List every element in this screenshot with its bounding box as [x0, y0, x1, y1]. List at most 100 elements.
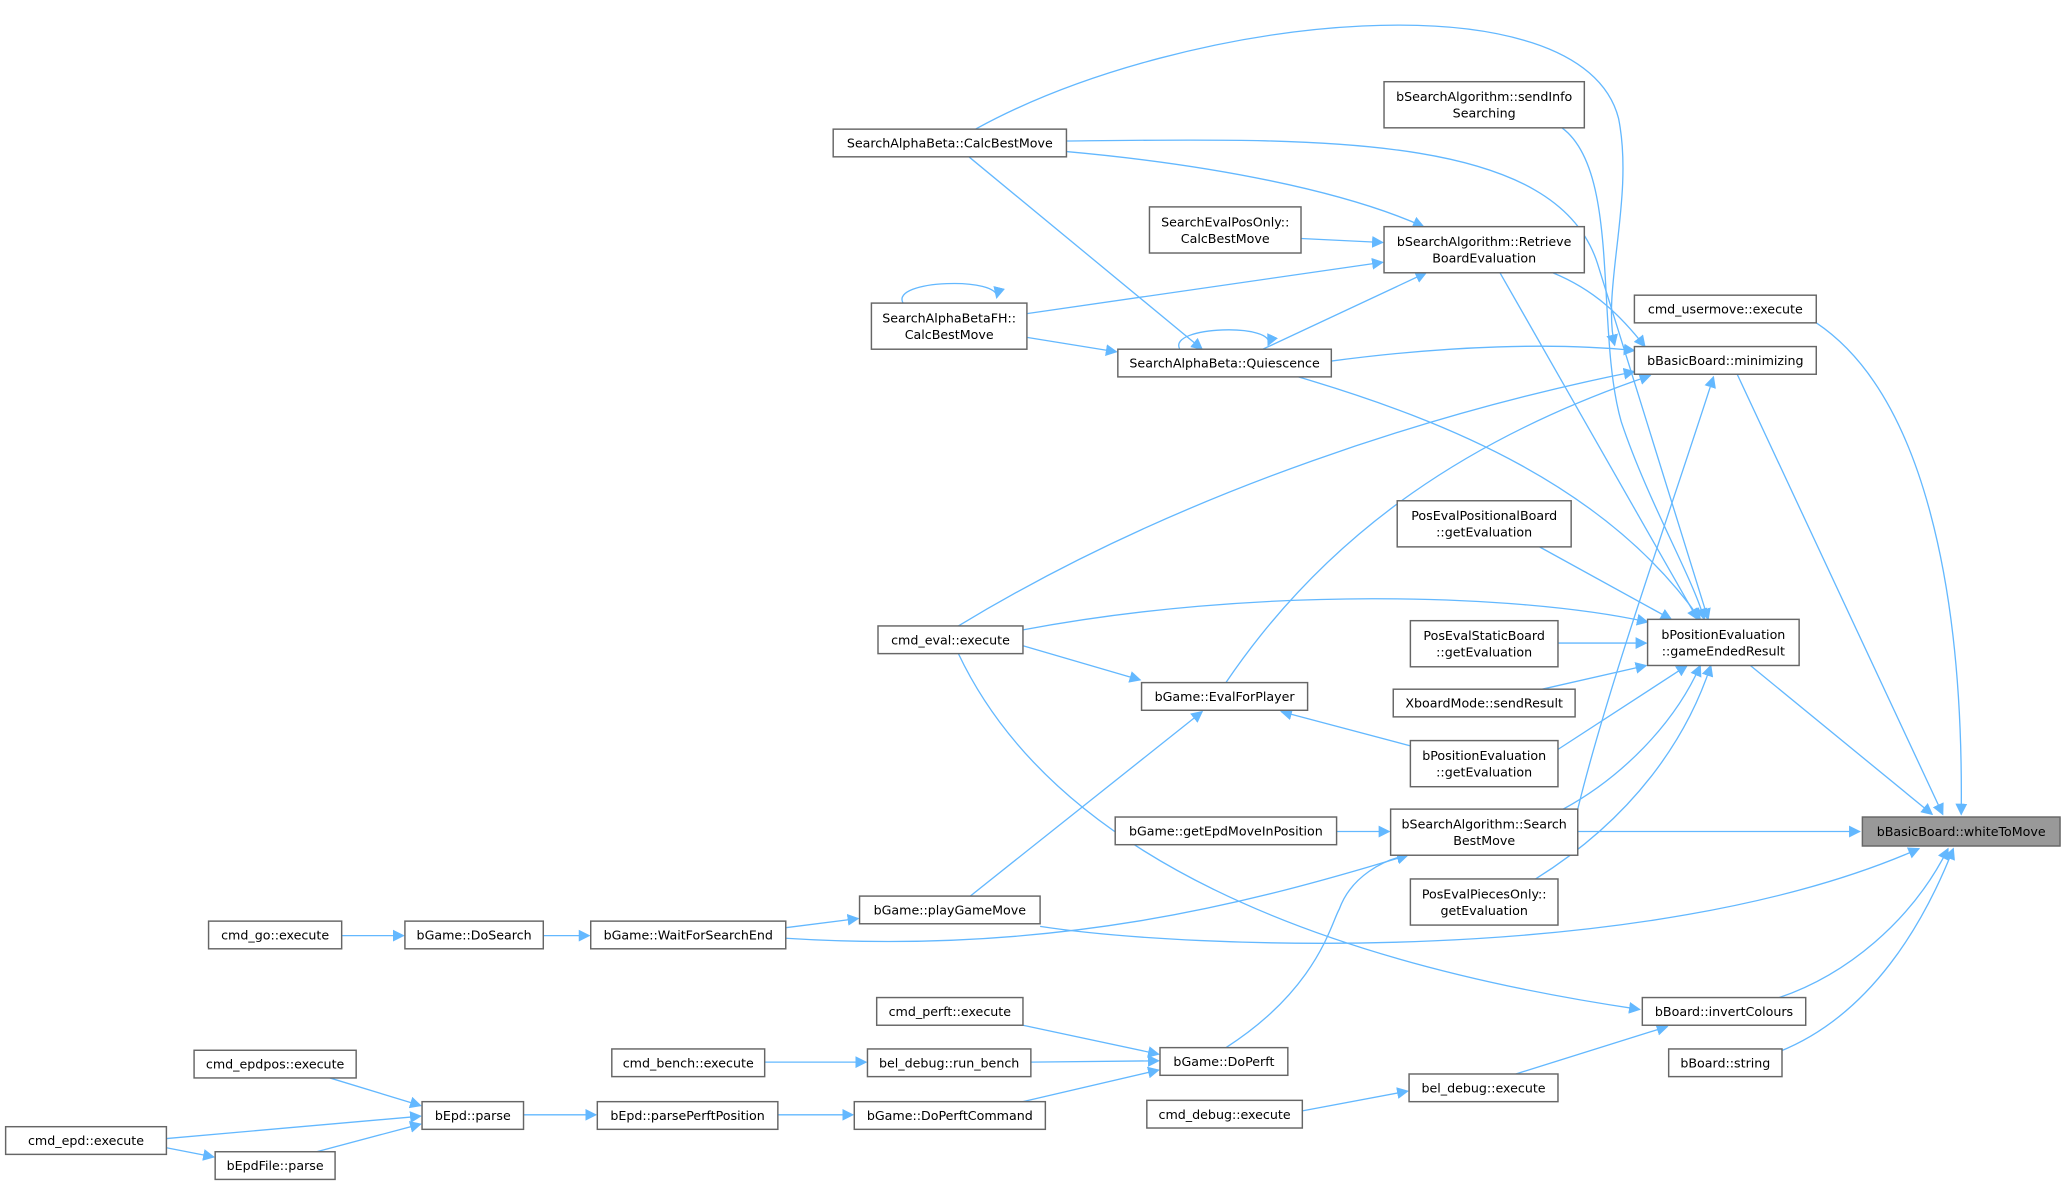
node-positional[interactable]: PosEvalPositionalBoard::getEvaluation	[1396, 500, 1572, 548]
edge-debug-to-belexec	[1302, 1087, 1409, 1112]
edge-retrieve-to-minimizing	[1552, 272, 1646, 348]
node-cmd-epd[interactable]: cmd_epd::execute	[4, 1125, 168, 1156]
node-label: PosEvalPositionalBoard	[1411, 508, 1557, 523]
node-box	[1633, 345, 1817, 375]
node-label: bEpd::parsePerftPosition	[610, 1108, 764, 1123]
edge-belexec-to-invert	[1515, 1024, 1669, 1075]
node-minimizing[interactable]: bBasicBoard::minimizing	[1633, 345, 1817, 375]
node-bel-exec[interactable]: bel_debug::execute	[1408, 1073, 1559, 1103]
node-box	[858, 895, 1041, 925]
node-dosearch[interactable]: bGame::DoSearch	[404, 920, 545, 950]
node-doperftcmd[interactable]: bGame::DoPerftCommand	[853, 1100, 1047, 1131]
node-cmd-bench[interactable]: cmd_bench::execute	[611, 1048, 766, 1078]
edge-playgame-to-evalforplayer	[969, 710, 1204, 897]
node-label: ::getEvaluation	[1436, 645, 1532, 660]
edge-cmd-eval-to-invert	[957, 653, 1641, 1014]
node-cmd-debug[interactable]: cmd_debug::execute	[1146, 1099, 1304, 1129]
node-evalforplayer[interactable]: bGame::EvalForPlayer	[1140, 681, 1309, 712]
node-box	[1392, 688, 1576, 718]
node-box	[421, 1100, 525, 1131]
node-cmd-go[interactable]: cmd_go::execute	[207, 920, 343, 950]
node-label: SearchAlphaBeta::Quiescence	[1129, 356, 1320, 371]
edge-string-to-whitetomove	[1779, 847, 1955, 1053]
node-epdfile[interactable]: bEpdFile::parse	[214, 1151, 336, 1181]
edge-searchbest-to-gameended	[1562, 664, 1702, 810]
edge-epdpos-to-parse	[329, 1077, 422, 1109]
node-static[interactable]: PosEvalStaticBoard::getEvaluation	[1409, 619, 1559, 668]
edge-abfh-self-loop	[901, 282, 1005, 304]
node-label: BoardEvaluation	[1432, 251, 1536, 266]
edge-abcalc-to-minimizing	[975, 24, 1624, 347]
node-box	[1409, 739, 1559, 788]
node-label: bGame::DoPerft	[1173, 1054, 1274, 1069]
node-bstring[interactable]: bBoard::string	[1667, 1048, 1783, 1078]
node-epdmove[interactable]: bGame::getEpdMoveInPosition	[1114, 816, 1338, 846]
node-xboard[interactable]: XboardMode::sendResult	[1392, 688, 1576, 718]
node-box	[1641, 996, 1807, 1026]
node-ab-calc[interactable]: SearchAlphaBeta::CalcBestMove	[832, 128, 1068, 158]
node-cmd-epdpos[interactable]: cmd_epdpos::execute	[193, 1049, 357, 1079]
node-box	[870, 302, 1028, 350]
edge-waitsearch-to-searchbest	[785, 852, 1409, 943]
node-label: ::gameEndedResult	[1662, 643, 1785, 658]
node-label: cmd_epd::execute	[28, 1133, 144, 1148]
edge-quiescence-to-retrieve	[1262, 271, 1428, 350]
node-label: bel_debug::execute	[1421, 1080, 1545, 1095]
edge-evalpos-to-retrieve	[1300, 236, 1384, 248]
node-label: CalcBestMove	[1181, 231, 1270, 246]
edge-quiescence-self-loop	[1178, 329, 1278, 350]
node-label: bSearchAlgorithm::Search	[1402, 817, 1567, 832]
node-cmd-eval[interactable]: cmd_eval::execute	[877, 625, 1024, 655]
node-epd-parse[interactable]: bEpd::parse	[421, 1100, 525, 1131]
edge-cmd-eval-to-gameended	[1022, 598, 1649, 631]
node-gameended[interactable]: bPositionEvaluation::gameEndedResult	[1646, 618, 1800, 667]
node-quiescence[interactable]: SearchAlphaBeta::Quiescence	[1117, 348, 1333, 378]
node-cmd-perft[interactable]: cmd_perft::execute	[875, 996, 1024, 1026]
node-run-bench[interactable]: bel_debug::run_bench	[866, 1048, 1032, 1078]
node-doperft[interactable]: bGame::DoPerft	[1159, 1046, 1289, 1077]
node-label: ::getEvaluation	[1436, 765, 1532, 780]
node-box	[1148, 206, 1302, 254]
node-label: bGame::playGameMove	[874, 903, 1027, 918]
node-piecesonly[interactable]: PosEvalPiecesOnly::getEvaluation	[1409, 878, 1559, 926]
edge-minimizing-to-whitetomove	[1736, 373, 1944, 816]
node-retrieve[interactable]: bSearchAlgorithm::RetrieveBoardEvaluatio…	[1383, 225, 1586, 274]
edge-cmd-epd-to-epdfile	[166, 1147, 216, 1161]
node-box	[4, 1125, 168, 1156]
node-label: bBoard::invertColours	[1655, 1004, 1793, 1019]
edge-quiescence-to-minimizing	[1331, 343, 1636, 362]
edge-usermove-to-whitetomove	[1815, 322, 1968, 816]
node-label: BestMove	[1453, 833, 1515, 848]
node-label: PosEvalPiecesOnly::	[1422, 886, 1547, 901]
node-waitsearch[interactable]: bGame::WaitForSearchEnd	[590, 920, 787, 950]
node-box	[611, 1048, 766, 1078]
node-box	[1646, 618, 1800, 667]
edge-posevalget-to-gameended	[1554, 664, 1689, 752]
node-abfh-calc[interactable]: SearchAlphaBetaFH::CalcBestMove	[870, 302, 1028, 350]
node-whiteToMove[interactable]: bBasicBoard::whiteToMove	[1861, 816, 2061, 847]
node-playgame[interactable]: bGame::playGameMove	[858, 895, 1041, 925]
node-box	[1117, 348, 1333, 378]
node-usermove[interactable]: cmd_usermove::execute	[1633, 294, 1817, 324]
node-parseperft[interactable]: bEpd::parsePerftPosition	[596, 1100, 779, 1131]
edge-invert-to-whitetomove	[1779, 847, 1949, 999]
node-poseval-get[interactable]: bPositionEvaluation::getEvaluation	[1409, 739, 1559, 788]
edge-abcalc-to-gameended	[1066, 139, 1711, 621]
edge-quiescence-to-gameended	[1298, 376, 1701, 621]
node-box	[1409, 619, 1559, 668]
node-label: cmd_epdpos::execute	[206, 1057, 345, 1072]
node-box	[596, 1100, 779, 1131]
node-box	[1383, 80, 1586, 129]
node-box	[875, 996, 1024, 1026]
node-evalpos-calc[interactable]: SearchEvalPosOnly::CalcBestMove	[1148, 206, 1302, 254]
node-label: bel_debug::run_bench	[879, 1055, 1019, 1070]
edge-perft-to-doperft	[1022, 1024, 1160, 1058]
node-label: bPositionEvaluation	[1422, 748, 1546, 763]
edge-cmd-eval-to-evalforplayer	[1022, 645, 1142, 683]
node-box	[214, 1151, 336, 1181]
node-box	[866, 1048, 1032, 1078]
node-invert[interactable]: bBoard::invertColours	[1641, 996, 1807, 1026]
